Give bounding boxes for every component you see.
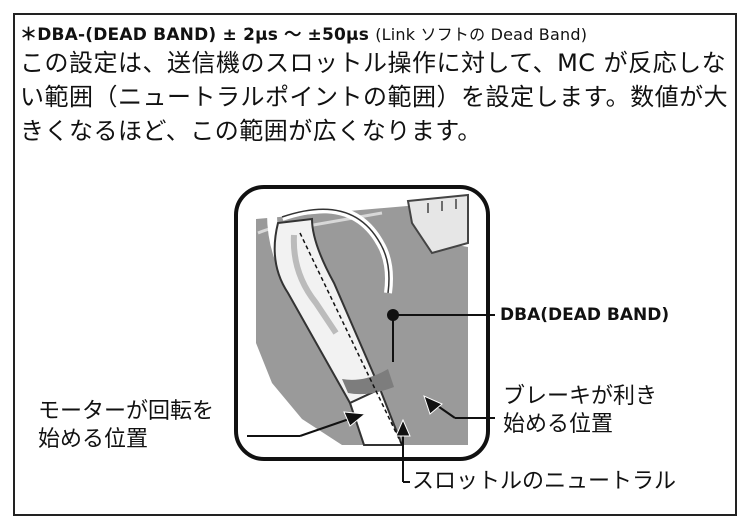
throttle-neutral-label: スロットルのニュートラル [412,469,677,494]
brake-start-label-line2: 始める位置 [503,412,614,437]
setting-subtitle: (Link ソフトの Dead Band) [375,25,588,44]
setting-title: ＊DBA-(DEAD BAND) ± 2μs 〜 ±50μs [20,25,370,45]
setting-heading: ＊DBA-(DEAD BAND) ± 2μs 〜 ±50μs (Link ソフト… [20,20,587,45]
motor-start-label-line1: モーターが回転を [38,399,215,424]
transmitter-trigger-illustration [234,185,490,461]
motor-start-label-line2: 始める位置 [38,427,149,452]
setting-description: この設定は、送信機のスロットル操作に対して、MC が反応しない範囲（ニュートラル… [20,49,729,145]
dead-band-label: DBA(DEAD BAND) [500,305,670,325]
brake-start-label-line1: ブレーキが利き [503,384,658,409]
